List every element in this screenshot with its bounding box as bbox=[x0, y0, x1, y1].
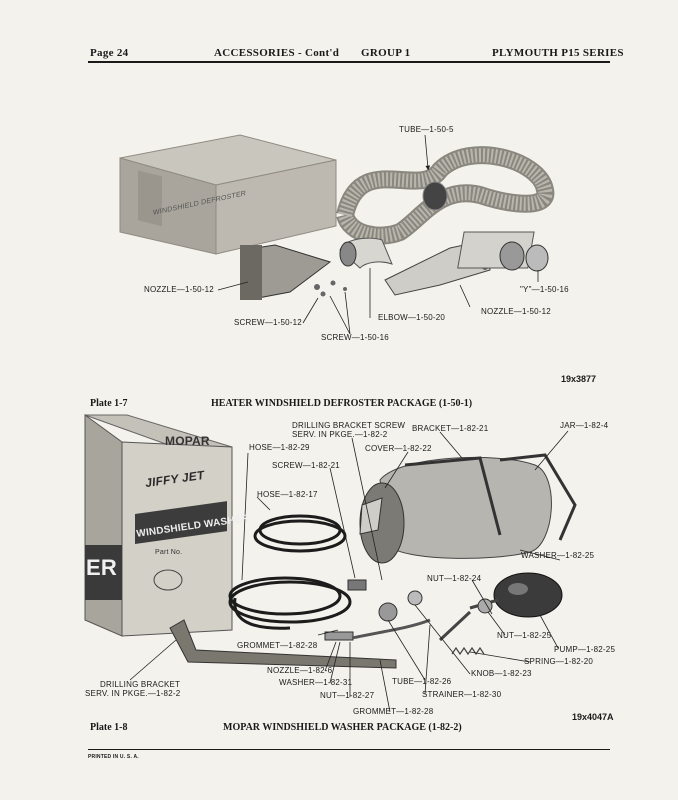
label-bracket: BRACKET—1-82-21 bbox=[412, 424, 489, 433]
label-pump: PUMP—1-82-25 bbox=[554, 645, 616, 654]
label-nut-25: NUT—1-82-25 bbox=[497, 631, 552, 640]
label-jar: JAR—1-82-4 bbox=[560, 421, 609, 430]
label-screw1: SCREW—1-50-12 bbox=[234, 318, 302, 327]
jar-image bbox=[359, 453, 577, 564]
label-nut-24: NUT—1-82-24 bbox=[427, 574, 482, 583]
label-washer-25: WASHER—1-82-25 bbox=[521, 551, 595, 560]
footer-rule bbox=[88, 749, 610, 750]
header-rule bbox=[88, 61, 610, 63]
drilling-bracket-image bbox=[169, 619, 397, 669]
plate-label-1: Plate 1-7 bbox=[90, 398, 128, 409]
page-number: Page 24 bbox=[90, 47, 129, 59]
printed-in: PRINTED IN U. S. A. bbox=[88, 754, 139, 760]
label-hose-17: HOSE—1-82-17 bbox=[257, 490, 318, 499]
washer-box-image bbox=[84, 414, 233, 637]
label-elbow: ELBOW—1-50-20 bbox=[378, 313, 446, 322]
plate-1-8-illustration bbox=[84, 414, 577, 713]
label-drill-screw-2: SERV. IN PKGE.—1-82-2 bbox=[292, 430, 388, 439]
label-spring: SPRING—1-82-20 bbox=[524, 657, 594, 666]
label-nozzle-right: NOZZLE—1-50-12 bbox=[481, 307, 551, 316]
defroster-box-image bbox=[119, 134, 337, 255]
series-title: PLYMOUTH P15 SERIES bbox=[492, 47, 624, 59]
nozzle-left-image bbox=[240, 244, 332, 300]
washer-box-part: Part No. bbox=[155, 549, 183, 556]
hose-image bbox=[228, 514, 352, 630]
photo-number-1: 19x3877 bbox=[561, 374, 597, 384]
washer-box-side: ER bbox=[86, 555, 117, 580]
pump-image bbox=[438, 572, 563, 642]
label-cover: COVER—1-82-22 bbox=[365, 444, 432, 453]
label-drill-screw-1: DRILLING BRACKET SCREW bbox=[292, 421, 406, 430]
defroster-tube-image bbox=[336, 146, 555, 245]
label-screw2: SCREW—1-50-16 bbox=[321, 333, 389, 342]
spring-image bbox=[451, 646, 485, 656]
section-title: ACCESSORIES - Cont'd bbox=[214, 47, 340, 59]
plate-1-8-leaders bbox=[129, 430, 569, 713]
plate-caption-2: MOPAR WINDSHIELD WASHER PACKAGE (1-82-2) bbox=[223, 722, 462, 733]
photo-number-2: 19x4047A bbox=[572, 712, 614, 722]
label-tube-26: TUBE—1-82-26 bbox=[392, 677, 452, 686]
plate-caption-1: HEATER WINDSHIELD DEFROSTER PACKAGE (1-5… bbox=[211, 398, 473, 409]
label-nut-27: NUT—1-82-27 bbox=[320, 691, 375, 700]
elbow-image bbox=[339, 237, 393, 269]
plate-1-7-leaders bbox=[217, 134, 539, 335]
label-knob: KNOB—1-82-23 bbox=[471, 669, 532, 678]
label-washer-31: WASHER—1-82-31 bbox=[279, 678, 353, 687]
label-nozzle-left: NOZZLE—1-50-12 bbox=[144, 285, 214, 294]
label-drill-bracket-2: SERV. IN PKGE.—1-82-2 bbox=[85, 689, 181, 698]
label-nozzle-6: NOZZLE—1-82-6 bbox=[267, 666, 333, 675]
small-parts-image bbox=[324, 579, 431, 641]
plate-1-7-illustration bbox=[119, 134, 555, 335]
label-grommet-a: GROMMET—1-82-28 bbox=[237, 641, 318, 650]
y-piece-image bbox=[457, 231, 549, 272]
label-y: "Y"—1-50-16 bbox=[520, 285, 569, 294]
washer-box-brand: MOPAR bbox=[165, 434, 210, 448]
label-hose-29: HOSE—1-82-29 bbox=[249, 443, 310, 452]
plate-label-2: Plate 1-8 bbox=[90, 722, 128, 733]
screws-image bbox=[314, 280, 347, 297]
label-tube: TUBE—1-50-5 bbox=[399, 125, 454, 134]
label-screw: SCREW—1-82-21 bbox=[272, 461, 340, 470]
group-title: GROUP 1 bbox=[361, 47, 411, 59]
label-grommet-b: GROMMET—1-82-28 bbox=[353, 707, 434, 716]
label-strainer: STRAINER—1-82-30 bbox=[422, 690, 502, 699]
label-drill-bracket-1: DRILLING BRACKET bbox=[100, 680, 181, 689]
